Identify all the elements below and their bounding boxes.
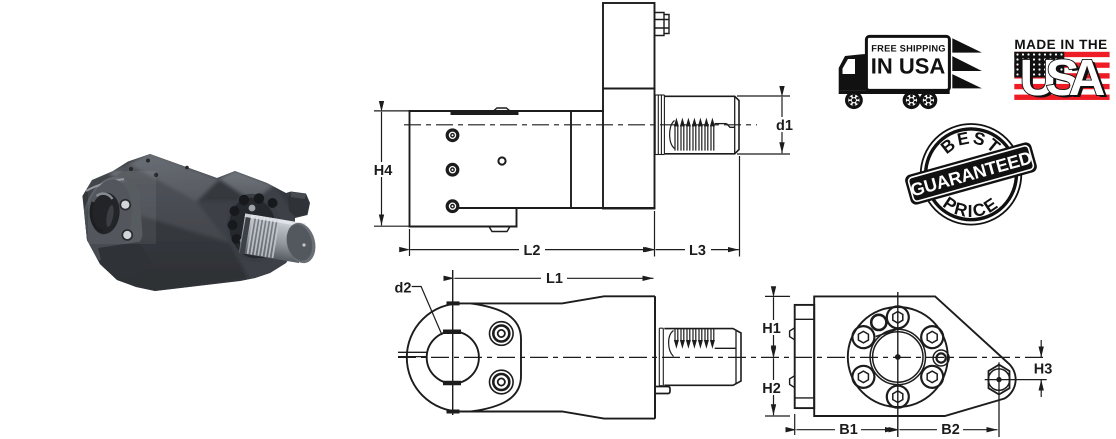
- svg-text:B1: B1: [839, 422, 858, 438]
- svg-text:H2: H2: [762, 381, 781, 397]
- svg-text:L1: L1: [546, 271, 563, 287]
- svg-text:H1: H1: [762, 321, 781, 337]
- svg-text:FREE SHIPPING: FREE SHIPPING: [871, 44, 945, 54]
- svg-text:d1: d1: [776, 118, 793, 134]
- svg-text:H3: H3: [1034, 362, 1053, 378]
- svg-text:H4: H4: [374, 163, 393, 179]
- svg-text:L3: L3: [689, 243, 706, 259]
- svg-text:MADE IN THE: MADE IN THE: [1014, 37, 1107, 52]
- svg-text:USA: USA: [1020, 49, 1106, 106]
- svg-text:IN USA: IN USA: [871, 54, 946, 79]
- svg-text:d2: d2: [395, 281, 412, 297]
- svg-text:L2: L2: [524, 243, 541, 259]
- svg-text:B2: B2: [941, 422, 960, 438]
- svg-text:USA: USA: [1023, 51, 1109, 108]
